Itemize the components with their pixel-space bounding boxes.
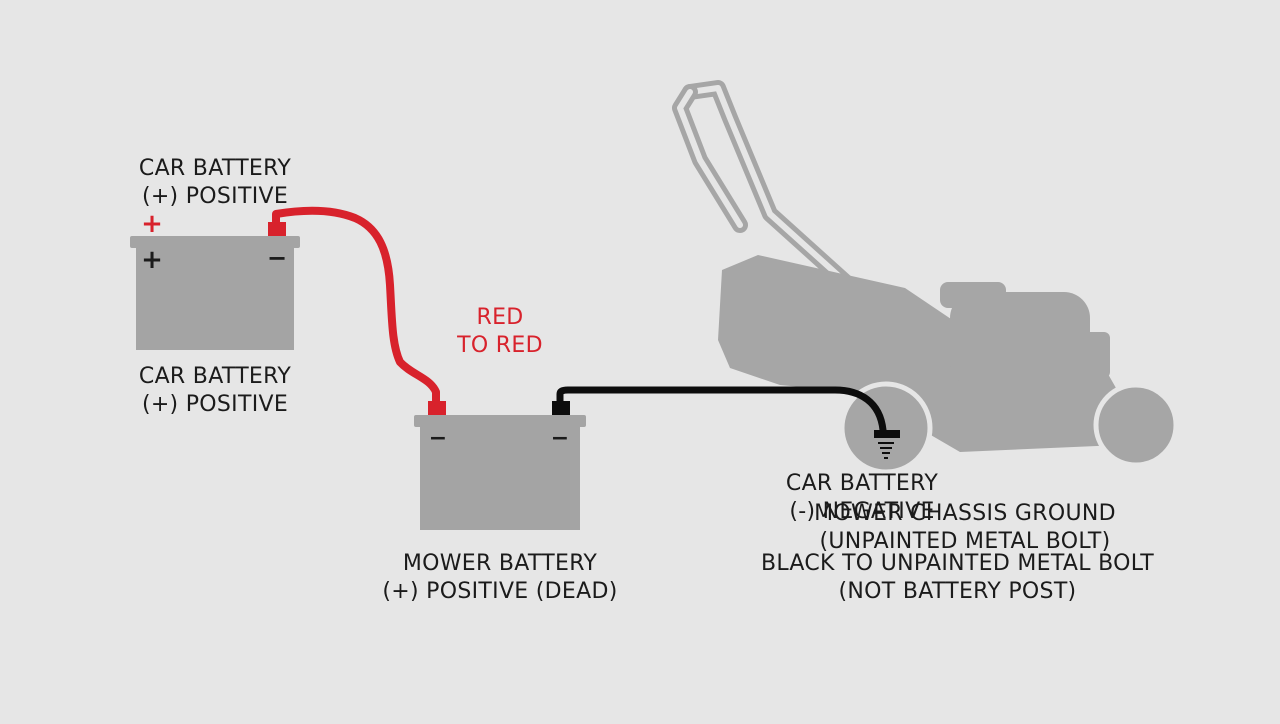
car-battery-top-label: CAR BATTERY (+) POSITIVE (110, 155, 320, 211)
car-battery-bottom-line1: CAR BATTERY (138, 364, 292, 389)
car-battery-top-line2: (+) POSITIVE (141, 184, 289, 209)
red-jumper-cable (272, 206, 440, 406)
mower-battery-terminal-left (428, 401, 446, 415)
mower-battery-label: MOWER BATTERY (+) POSITIVE (DEAD) (350, 550, 650, 606)
mower-battery-lid (414, 415, 586, 427)
car-battery-negative-label: CAR BATTERY (-) NEGATIVE (762, 470, 962, 526)
mower-front-wheel (1093, 382, 1179, 468)
car-battery-negative-line2: (-) NEGATIVE (789, 499, 935, 524)
car-battery (130, 222, 300, 350)
mower-engine (950, 292, 1090, 387)
black-jumper-cable (556, 386, 887, 434)
car-battery-plus-red-mark: + (141, 209, 163, 239)
chassis-ground-line1: MOWER CHASSIS GROUND (814, 501, 1116, 526)
mower-battery-line2: (+) POSITIVE (DEAD) (382, 579, 618, 604)
chassis-ground-label: MOWER CHASSIS GROUND (UNPAINTED METAL BO… (770, 500, 1160, 556)
mower-deck (718, 255, 1120, 452)
mower-battery-terminal-right (552, 401, 570, 415)
car-battery-minus-mark: − (267, 244, 287, 272)
black-to-bolt-label: BLACK TO UNPAINTED METAL BOLT (NOT BATTE… (725, 550, 1190, 606)
car-battery-body (136, 246, 294, 350)
mower-battery-minus-right-mark: − (551, 426, 569, 451)
black-to-bolt-line1: BLACK TO UNPAINTED METAL BOLT (760, 551, 1155, 576)
mower-battery-body (420, 425, 580, 530)
lawn-mower-illustration (672, 80, 1179, 475)
mower-battery (414, 401, 586, 530)
chassis-ground-line2: (UNPAINTED METAL BOLT) (819, 529, 1111, 554)
car-battery-bottom-line2: (+) POSITIVE (141, 392, 289, 417)
chassis-ground-bolt-icon (874, 430, 900, 459)
red-to-red-line1: RED (476, 305, 524, 330)
car-battery-plus-mark: + (141, 245, 163, 275)
car-battery-top-line1: CAR BATTERY (138, 156, 292, 181)
black-to-bolt-line2: (NOT BATTERY POST) (838, 579, 1077, 604)
mower-battery-minus-left-mark: − (429, 426, 447, 451)
mower-battery-line1: MOWER BATTERY (402, 551, 598, 576)
car-battery-lid (130, 236, 300, 248)
red-to-red-label: RED TO RED (440, 304, 560, 360)
car-battery-negative-line1: CAR BATTERY (785, 471, 939, 496)
mower-handle (672, 80, 940, 368)
red-to-red-line2: TO RED (457, 333, 543, 358)
car-battery-terminal-negative (268, 222, 286, 236)
car-battery-bottom-label: CAR BATTERY (+) POSITIVE (110, 363, 320, 419)
